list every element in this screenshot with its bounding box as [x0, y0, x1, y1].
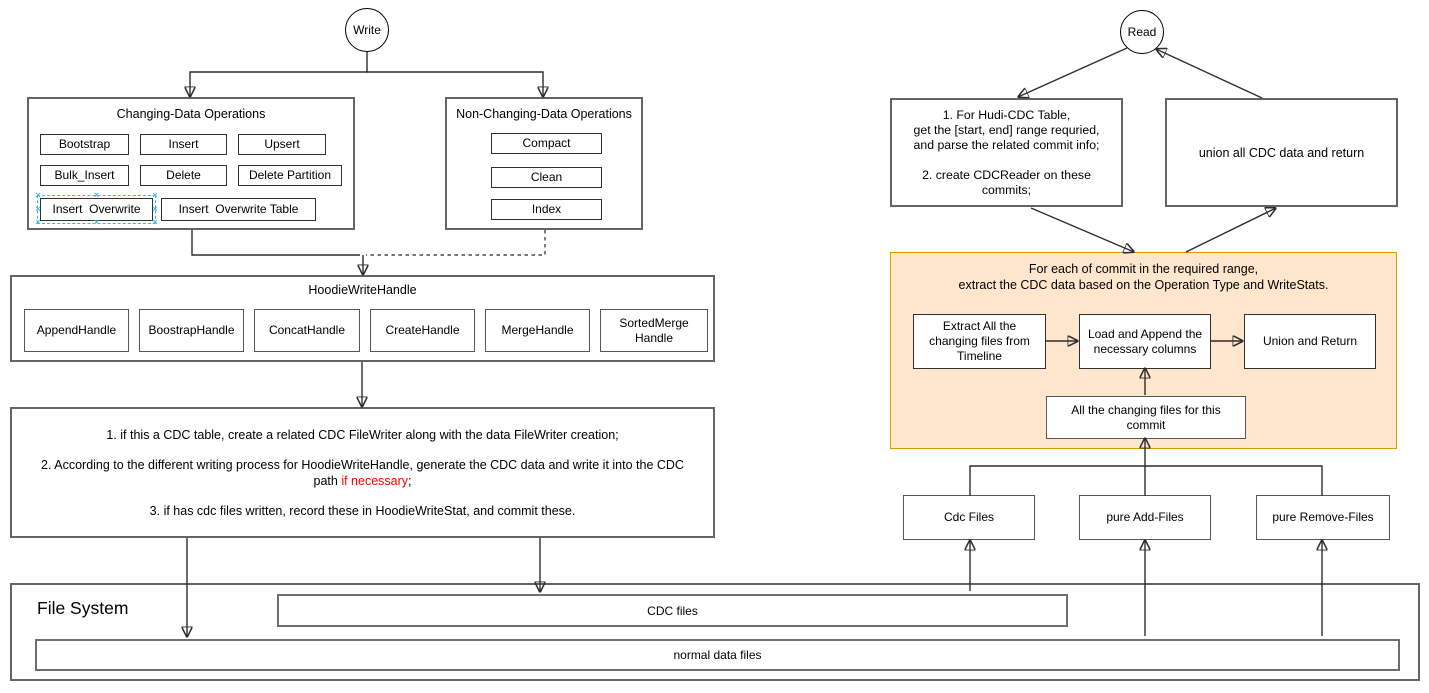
- op-bootstrap[interactable]: Bootstrap: [40, 134, 129, 155]
- op-insert-overwrite-table[interactable]: Insert Overwrite Table: [161, 198, 316, 221]
- hoodie-write-handle-title: HoodieWriteHandle: [308, 283, 417, 297]
- write-entry-circle[interactable]: Write: [345, 8, 389, 52]
- per-commit-title: For each of commit in the required range…: [958, 262, 1329, 292]
- handle-merge[interactable]: MergeHandle: [485, 309, 590, 352]
- selection-handle[interactable]: ×: [35, 203, 41, 214]
- cdc-files-storage-box[interactable]: CDC files: [277, 594, 1068, 627]
- selection-handle[interactable]: ×: [93, 217, 100, 228]
- cdc-write-step-3: 3. if has cdc files written, record thes…: [149, 503, 576, 518]
- arrow-union-to-read: [1156, 49, 1263, 99]
- handle-append[interactable]: AppendHandle: [24, 309, 129, 352]
- wire-filegroups-tree: [969, 465, 1323, 496]
- extract-changing-files-box[interactable]: Extract All the changing files from Time…: [913, 314, 1046, 369]
- cdc-write-step-1: 1. if this a CDC table, create a related…: [106, 427, 619, 442]
- read-prepare-box[interactable]: 1. For Hudi-CDC Table, get the [start, e…: [890, 98, 1123, 207]
- op-index[interactable]: Index: [491, 199, 602, 220]
- cdc-write-step-2: 2. According to the different writing pr…: [41, 457, 684, 489]
- union-and-return-box[interactable]: Union and Return: [1244, 314, 1376, 369]
- arrow-write-to-changing: [190, 71, 368, 97]
- op-upsert[interactable]: Upsert: [238, 134, 326, 155]
- file-system-group[interactable]: File System CDC files normal data files: [10, 583, 1420, 681]
- handle-concat[interactable]: ConcatHandle: [254, 309, 360, 352]
- non-changing-data-operations-group[interactable]: Non-Changing-Data Operations Compact Cle…: [445, 97, 643, 230]
- selection-handle[interactable]: ×: [152, 217, 158, 228]
- arrow-prepare-to-percommit: [1030, 207, 1134, 252]
- if-necessary-highlight: if necessary: [341, 473, 409, 488]
- changing-files-for-commit-box[interactable]: All the changing files for this commit: [1046, 396, 1246, 439]
- op-clean[interactable]: Clean: [491, 167, 602, 188]
- handle-sorted-merge[interactable]: SortedMerge Handle: [600, 309, 708, 352]
- changing-data-operations-title: Changing-Data Operations: [116, 107, 266, 121]
- normal-data-files-storage-box[interactable]: normal data files: [35, 639, 1400, 671]
- cdc-files-group-box[interactable]: Cdc Files: [903, 495, 1035, 540]
- cdc-write-step-2-line1: 2. According to the different writing pr…: [41, 457, 684, 472]
- handle-boostrap[interactable]: BoostrapHandle: [139, 309, 244, 352]
- wire-changing-to-junction: [191, 230, 360, 256]
- pure-add-files-box[interactable]: pure Add-Files: [1079, 495, 1211, 540]
- arrow-percommit-to-union: [1185, 208, 1276, 253]
- selection-handle[interactable]: ×: [35, 190, 41, 201]
- op-delete-partition[interactable]: Delete Partition: [238, 165, 342, 186]
- arrow-read-to-prepare: [1018, 47, 1128, 97]
- op-insert-overwrite[interactable]: Insert Overwrite × × × × × × × ×: [35, 191, 157, 227]
- cdc-write-step-2-line2: path if necessary;: [313, 473, 412, 488]
- per-commit-group[interactable]: For each of commit in the required range…: [890, 252, 1397, 449]
- op-bulk-insert[interactable]: Bulk_Insert: [40, 165, 129, 186]
- pure-remove-files-box[interactable]: pure Remove-Files: [1256, 495, 1390, 540]
- non-changing-data-operations-title: Non-Changing-Data Operations: [456, 107, 632, 121]
- op-compact[interactable]: Compact: [491, 133, 602, 154]
- op-insert-overwrite-label: Insert Overwrite: [52, 202, 141, 216]
- file-system-title: File System: [37, 598, 129, 618]
- selection-handle[interactable]: ×: [152, 203, 158, 214]
- handle-create[interactable]: CreateHandle: [370, 309, 475, 352]
- read-entry-circle[interactable]: Read: [1120, 10, 1164, 54]
- cdc-write-steps-box[interactable]: 1. if this a CDC table, create a related…: [10, 407, 715, 538]
- arrow-write-to-non-changing: [367, 71, 543, 97]
- selection-handle[interactable]: ×: [93, 190, 100, 201]
- op-insert[interactable]: Insert: [140, 134, 227, 155]
- op-delete[interactable]: Delete: [140, 165, 227, 186]
- selection-handle[interactable]: ×: [152, 190, 158, 201]
- selection-handle[interactable]: ×: [35, 217, 41, 228]
- wire-non-changing-dashed: [366, 230, 546, 256]
- changing-data-operations-group[interactable]: Changing-Data Operations Bootstrap Inser…: [27, 97, 355, 230]
- hoodie-write-handle-group[interactable]: HoodieWriteHandle AppendHandle BoostrapH…: [10, 275, 715, 362]
- load-append-columns-box[interactable]: Load and Append the necessary columns: [1079, 314, 1211, 369]
- union-all-cdc-box[interactable]: union all CDC data and return: [1165, 98, 1398, 207]
